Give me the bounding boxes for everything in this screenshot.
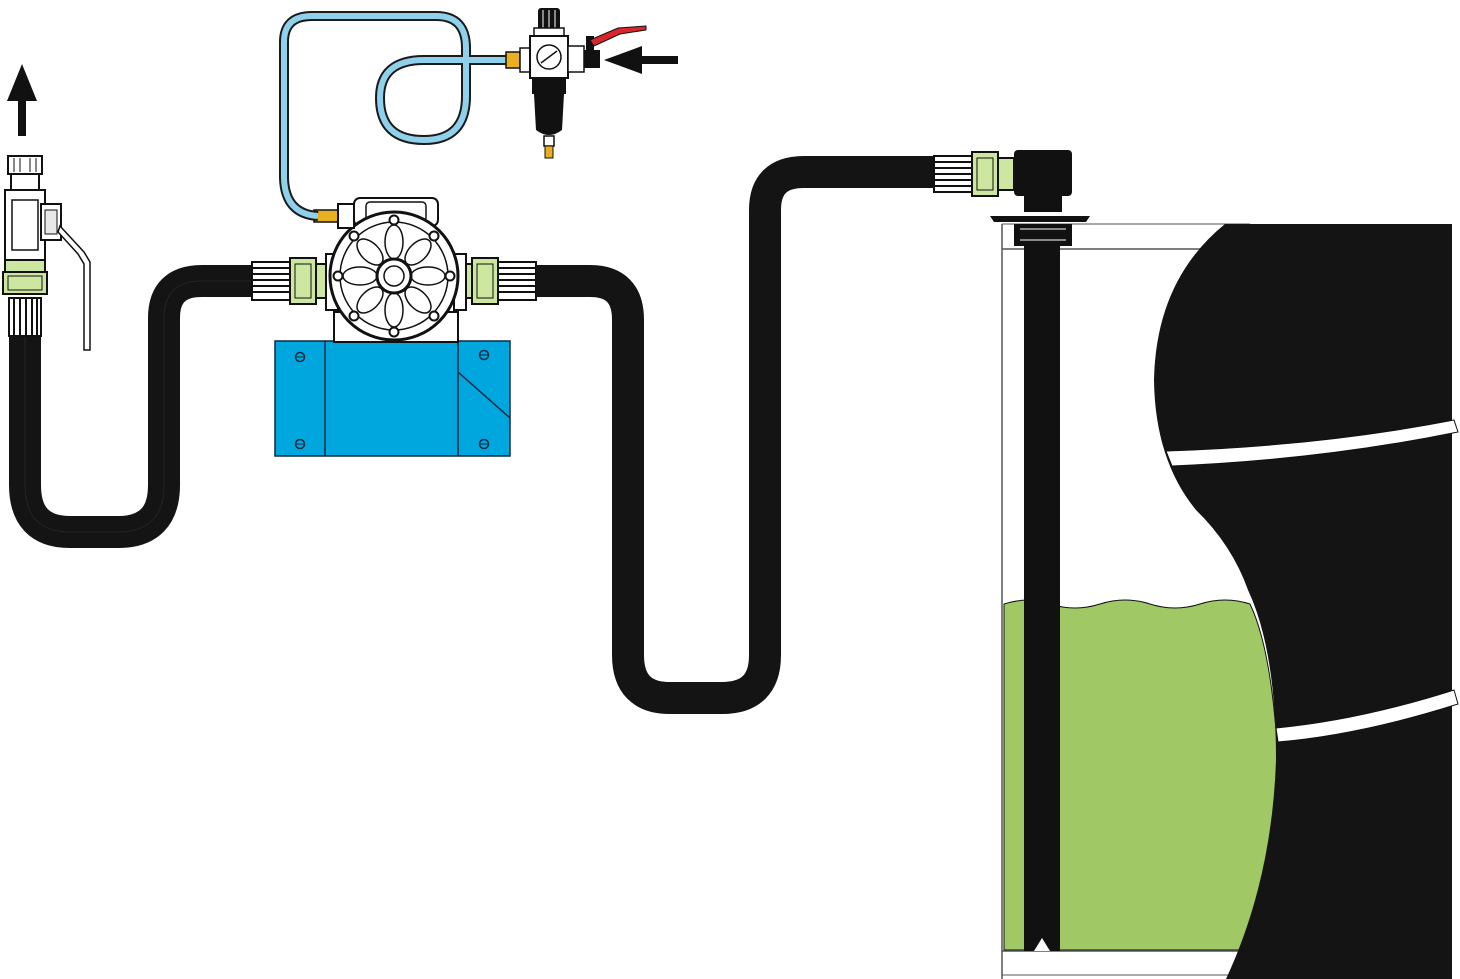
- pump-mounting-base: [274, 340, 511, 457]
- outlet-flow-arrow: [7, 64, 37, 136]
- pump-inlet-fitting: [457, 257, 537, 305]
- suction-hose: [536, 156, 940, 714]
- air-filter-regulator: [505, 8, 569, 159]
- air-supply-hose: [279, 11, 508, 221]
- outlet-ball-valve: [2, 155, 91, 351]
- suction-lance: [933, 150, 1090, 951]
- discharge-hose: [9, 265, 262, 548]
- pump-outlet-fitting: [251, 257, 331, 305]
- air-operated-diaphragm-pump: [313, 197, 467, 343]
- drum: [1001, 223, 1459, 979]
- air-shutoff-valve: [567, 25, 647, 73]
- compressed-air-inlet-arrow: [604, 46, 678, 74]
